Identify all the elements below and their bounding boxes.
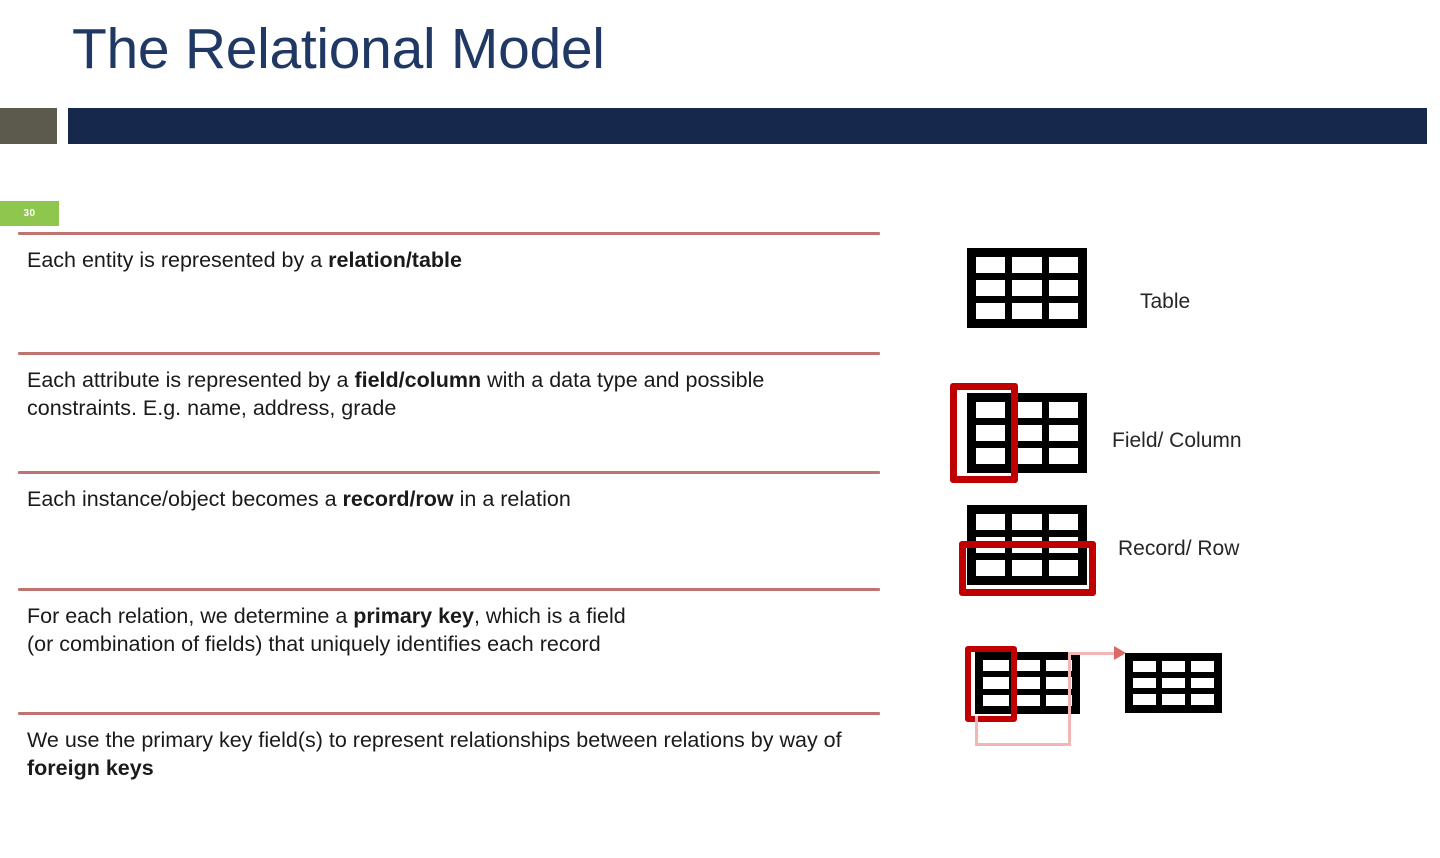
slide-number-badge: 30 (0, 201, 59, 226)
bullet-divider (18, 712, 880, 715)
bullet-divider (18, 232, 880, 235)
foreign-key-connector-segment-top (1068, 652, 1118, 655)
header-accent-navy (68, 108, 1427, 144)
foreign-key-connector-segment-bottom (975, 743, 1071, 746)
bullet-text-field-column: Each attribute is represented by a field… (27, 368, 765, 421)
bullet-divider (18, 352, 880, 355)
foreign-key-target-table-icon (1125, 653, 1222, 713)
illustration-label-table: Table (1140, 290, 1191, 313)
bullet-row-record-row: Each instance/object becomes a record/ro… (18, 471, 880, 513)
table-icon (967, 248, 1087, 328)
bullet-text-relation-table: Each entity is represented by a relation… (27, 248, 462, 272)
illustration-label-field-column: Field/ Column (1112, 429, 1242, 452)
bullet-divider (18, 471, 880, 474)
foreign-key-source-table-icon (975, 652, 1080, 714)
bullet-row-primary-key: For each relation, we determine a primar… (18, 588, 880, 659)
bullet-row-field-column: Each attribute is represented by a field… (18, 352, 880, 423)
foreign-key-arrow-icon (1114, 646, 1126, 660)
foreign-key-column-highlight-icon (965, 646, 1017, 722)
foreign-key-connector-segment-down (975, 716, 978, 746)
foreign-key-connector-segment-up (1068, 652, 1071, 746)
record-row-highlight-icon (959, 541, 1096, 596)
bullet-divider (18, 588, 880, 591)
field-column-table-icon (967, 393, 1087, 473)
bullet-text-record-row: Each instance/object becomes a record/ro… (27, 487, 571, 511)
bullet-row-foreign-keys: We use the primary key field(s) to repre… (18, 712, 880, 783)
bullet-row-relation-table: Each entity is represented by a relation… (18, 232, 880, 274)
page-title: The Relational Model (72, 17, 605, 81)
bullet-text-primary-key: For each relation, we determine a primar… (27, 604, 626, 657)
field-column-highlight-icon (950, 383, 1018, 483)
illustration-label-record-row: Record/ Row (1118, 537, 1240, 560)
header-accent-gray (0, 108, 57, 144)
bullet-text-foreign-keys: We use the primary key field(s) to repre… (27, 728, 842, 781)
bullet-list: Each entity is represented by a relation… (18, 232, 880, 783)
